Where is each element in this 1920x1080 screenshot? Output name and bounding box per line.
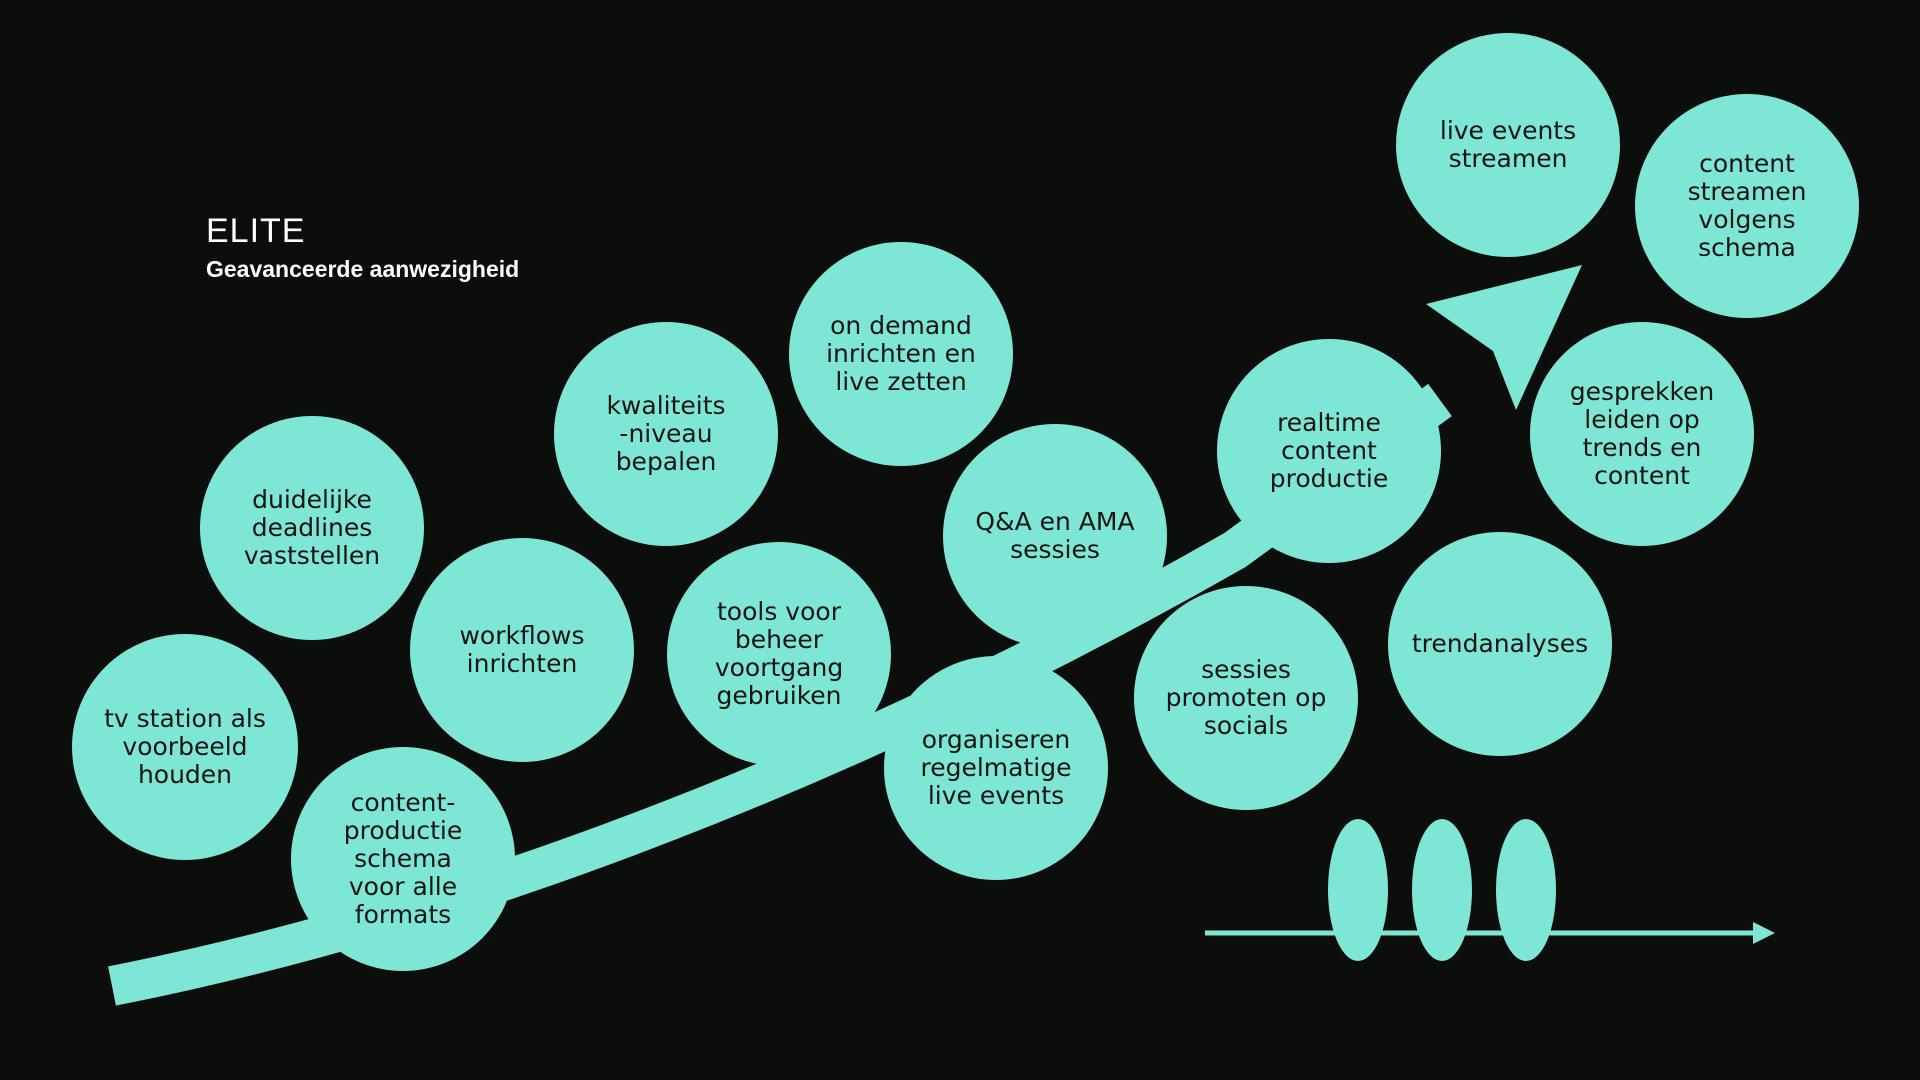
timeline-arrow-icon — [1205, 819, 1775, 961]
bubble-trendanalyses: trendanalyses — [1388, 532, 1612, 756]
bubble-ondemand: on demand inrichten en live zetten — [789, 242, 1013, 466]
bubble-tv-station: tv station als voorbeeld houden — [72, 634, 298, 860]
bubble-realtime: realtime content productie — [1217, 339, 1441, 563]
header: ELITE Geavanceerde aanwezigheid — [206, 212, 519, 284]
bubble-live-events: organiseren regelmatige live events — [884, 656, 1108, 880]
bubble-tools: tools voor beheer voortgang gebruiken — [667, 542, 891, 766]
bubble-socials: sessies promoten op socials — [1134, 586, 1358, 810]
bubble-contentschema: content- productie schema voor alle form… — [291, 747, 515, 971]
bubble-gesprekken: gesprekken leiden op trends en content — [1530, 322, 1754, 546]
bubble-workflows: workflows inrichten — [410, 538, 634, 762]
bubble-deadlines: duidelijke deadlines vaststellen — [200, 416, 424, 640]
bubble-qa-ama: Q&A en AMA sessies — [943, 424, 1167, 648]
bubble-schema-streamen: content streamen volgens schema — [1635, 94, 1859, 318]
bubble-streamen: live events streamen — [1396, 33, 1620, 257]
bubble-kwaliteit: kwaliteits -niveau bepalen — [554, 322, 778, 546]
page-title: ELITE — [206, 212, 306, 250]
page-subtitle: Geavanceerde aanwezigheid — [206, 256, 520, 282]
